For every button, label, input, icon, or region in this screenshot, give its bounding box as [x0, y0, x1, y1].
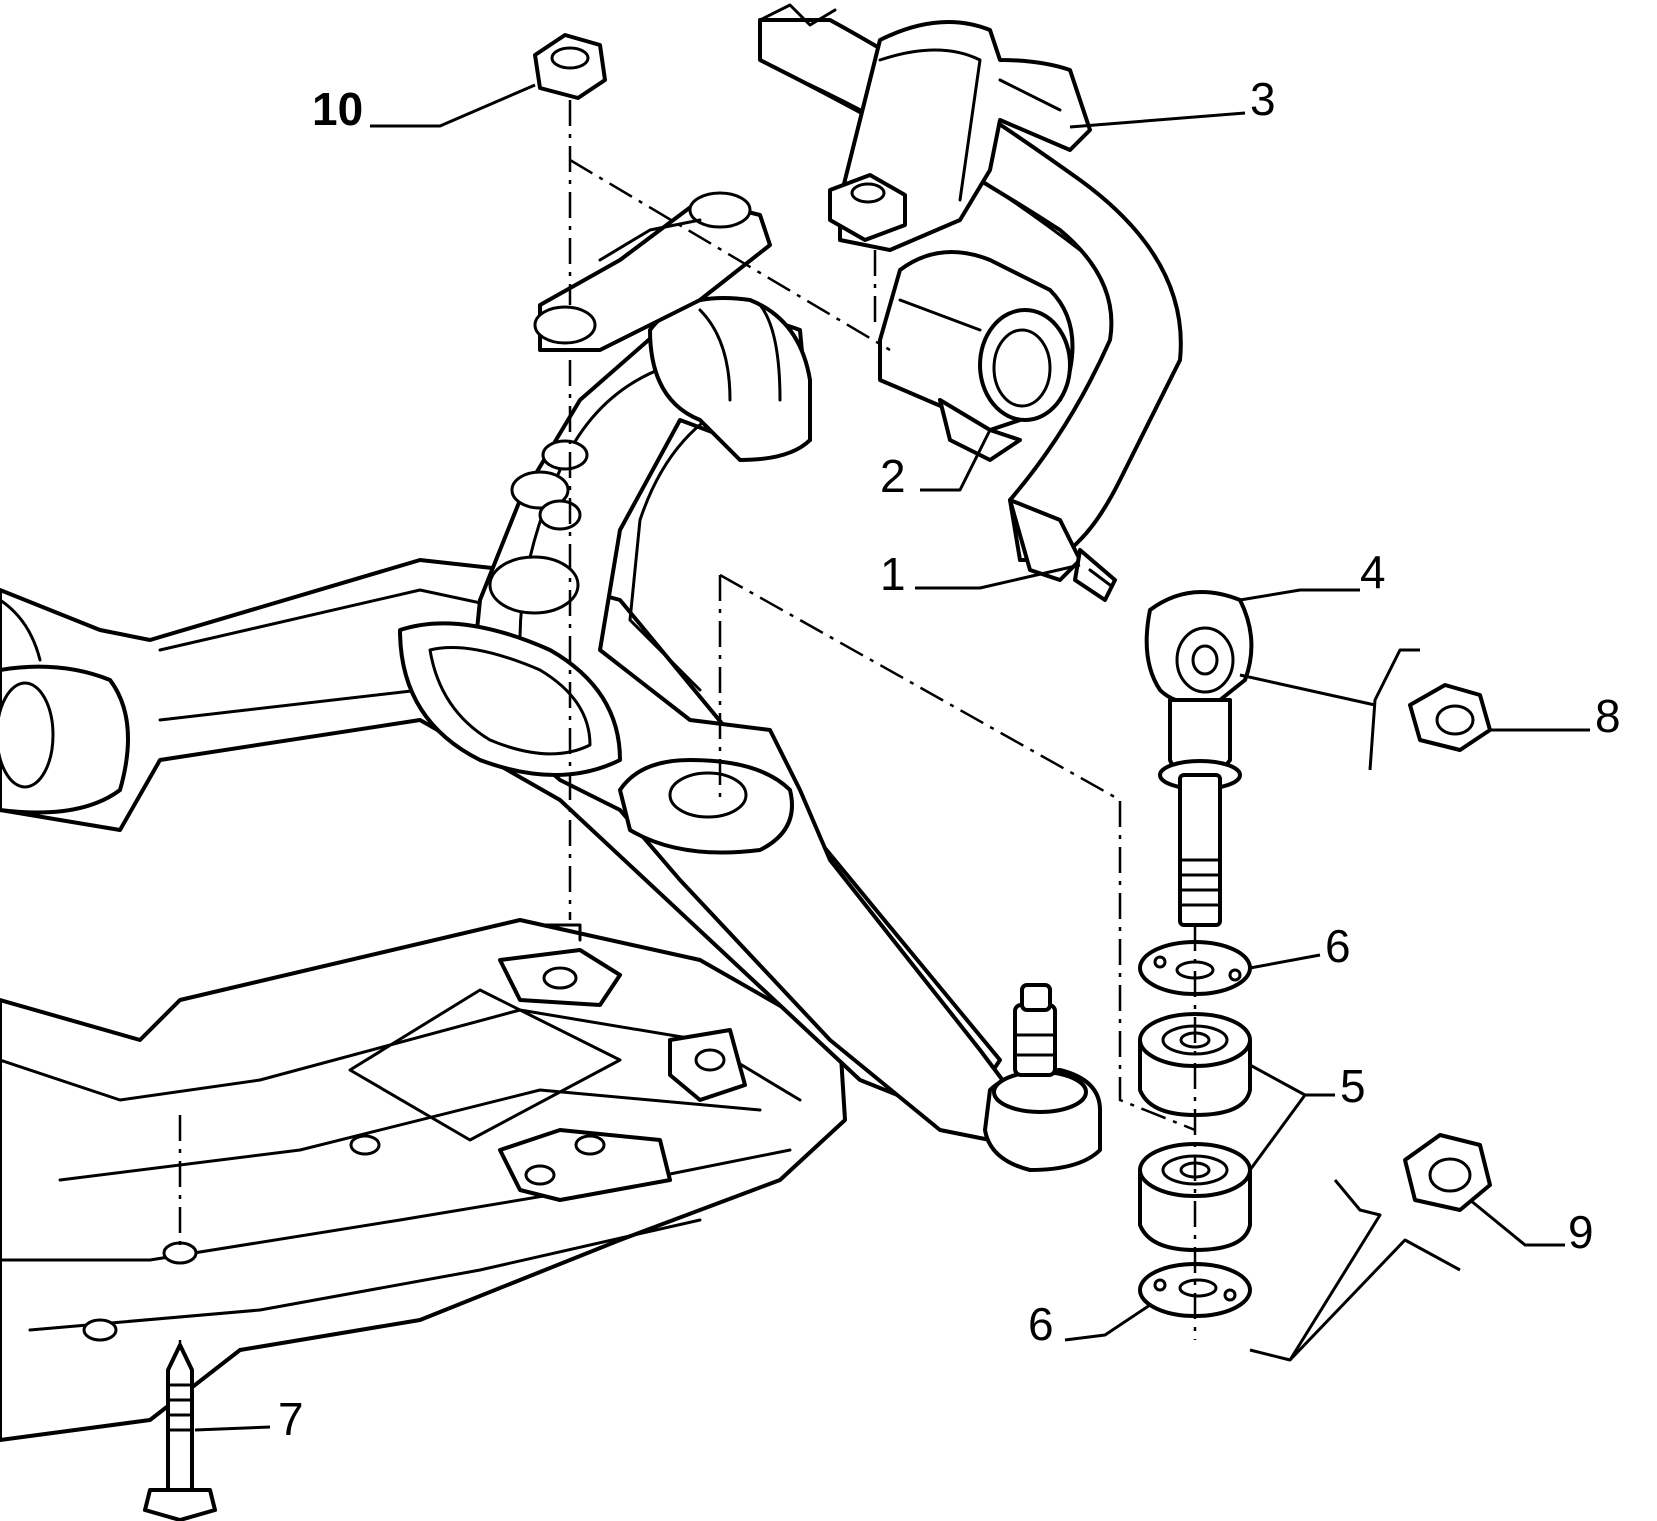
leader-lines [194, 83, 1590, 1432]
nut-10 [533, 33, 607, 100]
bolt-7 [143, 1343, 217, 1521]
callout-6-upper: 6 [1325, 920, 1351, 972]
arm-bracket [533, 191, 772, 352]
callout-2: 2 [880, 450, 906, 502]
callout-brackets [1239, 648, 1461, 1362]
clamp-bracket [828, 20, 1092, 252]
washer-lower [1138, 1262, 1252, 1318]
nut-9 [1403, 1133, 1492, 1212]
stabilizer-bushing [878, 250, 1075, 462]
callout-8: 8 [1595, 690, 1621, 742]
callout-labels: 10 3 2 1 4 8 6 5 6 7 9 [278, 73, 1621, 1445]
callout-3: 3 [1250, 73, 1276, 125]
callout-4: 4 [1360, 546, 1386, 598]
ball-joint [983, 983, 1102, 1172]
callout-1: 1 [880, 548, 906, 600]
lower-control-arm [398, 296, 1012, 1142]
nut-8 [1408, 683, 1492, 752]
subframe [0, 918, 847, 1442]
callout-10: 10 [312, 83, 363, 135]
assembly-lines [178, 100, 1197, 1350]
callout-6-lower: 6 [1028, 1298, 1054, 1350]
callout-7: 7 [278, 1393, 304, 1445]
drop-link [1144, 590, 1254, 927]
callout-9: 9 [1568, 1206, 1594, 1258]
callout-5: 5 [1340, 1060, 1366, 1112]
